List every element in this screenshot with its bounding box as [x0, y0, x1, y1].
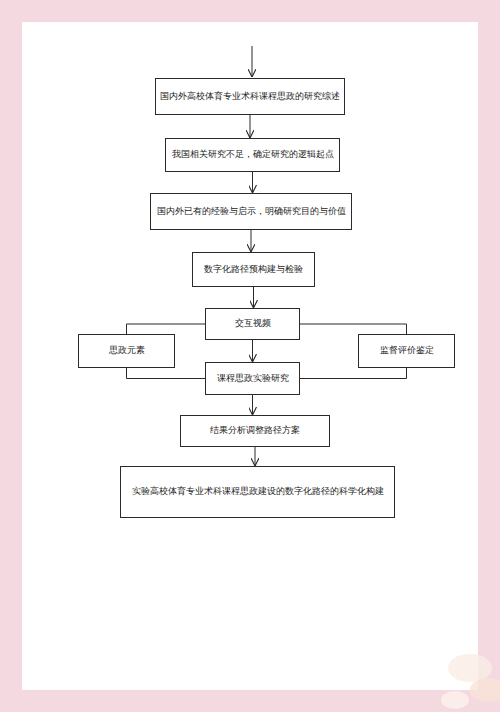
box-label: 交互视频 [235, 318, 271, 330]
process-box: 结果分析调整路径方案 [180, 415, 330, 447]
process-box: 我国相关研究不足，确定研究的逻辑起点 [165, 138, 340, 172]
text-wrap: 思政元素 [109, 345, 145, 357]
process-box: 课程思政实验研究 [205, 362, 300, 395]
text-wrap: 监督评价鉴定 [380, 345, 434, 357]
flow-connector [252, 395, 253, 415]
white-sheet [22, 22, 478, 690]
text-wrap: 国内外高校体育专业术科课程思政的研究综述 [160, 91, 340, 103]
flow-connector [127, 324, 206, 334]
text-wrap: 结果分析调整路径方案 [210, 425, 300, 437]
process-box: 国内外高校体育专业术科课程思政的研究综述 [155, 78, 345, 115]
box-label: 思政元素 [109, 345, 145, 357]
flow-connector [127, 368, 206, 379]
box-label: 课程思政实验研究 [217, 373, 289, 385]
box-label: 国内外高校体育专业术科课程思政的研究综述 [160, 91, 340, 103]
flow-connector [255, 447, 256, 466]
box-label: 国内外已有的经验与启示，明确研究目的与价值 [157, 206, 346, 218]
box-label: 实验高校体育专业术科课程思政建设的数字化路径的科学化构建 [132, 486, 384, 498]
text-wrap: 课程思政实验研究 [217, 373, 289, 385]
flow-connector [300, 368, 407, 379]
box-label: 我国相关研究不足，确定研究的逻辑起点 [172, 149, 334, 161]
entry-arrow [252, 46, 253, 77]
process-box: 监督评价鉴定 [358, 334, 455, 368]
flower-decoration [441, 654, 500, 709]
text-wrap: 实验高校体育专业术科课程思政建设的数字化路径的科学化构建 [132, 486, 384, 498]
process-box: 数字化路径预构建与检验 [192, 252, 315, 287]
flow-connector [252, 172, 253, 193]
process-box: 思政元素 [78, 334, 175, 368]
text-wrap: 交互视频 [235, 318, 271, 330]
text-wrap: 我国相关研究不足，确定研究的逻辑起点 [172, 149, 334, 161]
flow-connector [251, 230, 252, 252]
process-box: 国内外已有的经验与启示，明确研究目的与价值 [150, 193, 352, 230]
flow-connector [300, 324, 407, 334]
flow-connector [250, 115, 251, 138]
flow-connector [253, 287, 254, 308]
flow-connector [252, 340, 253, 362]
box-label: 数字化路径预构建与检验 [204, 264, 303, 276]
box-label: 监督评价鉴定 [380, 345, 434, 357]
process-box: 实验高校体育专业术科课程思政建设的数字化路径的科学化构建 [120, 466, 395, 518]
text-wrap: 数字化路径预构建与检验 [204, 264, 303, 276]
box-label: 结果分析调整路径方案 [210, 425, 300, 437]
text-wrap: 国内外已有的经验与启示，明确研究目的与价值 [157, 206, 346, 218]
process-box: 交互视频 [205, 308, 300, 340]
